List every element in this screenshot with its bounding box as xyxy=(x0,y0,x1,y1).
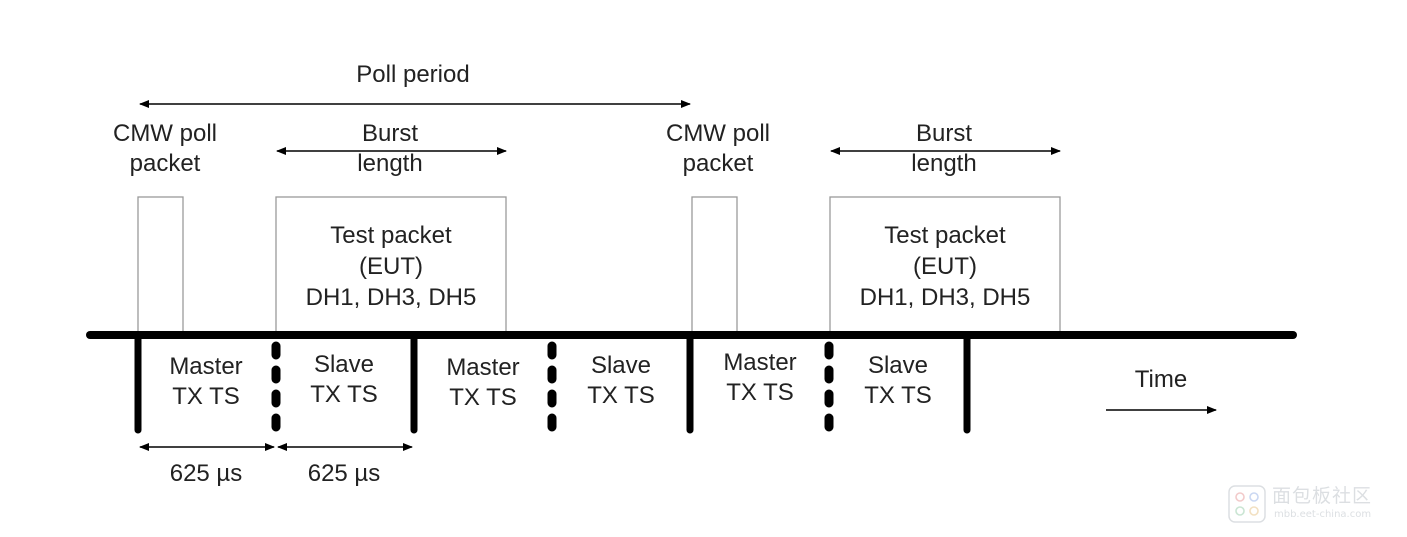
time-label: Time xyxy=(1134,366,1188,393)
cmw-poll-packet-box-2 xyxy=(691,196,738,334)
test-packet-label-1: Test packet(EUT)DH1, DH3, DH5 xyxy=(305,222,477,311)
watermark-logo-icon xyxy=(1228,485,1266,523)
duration-label-2: 625 µs xyxy=(307,460,381,487)
watermark: 面包板社区 mbb.eet-china.com xyxy=(1228,483,1403,527)
test-packet-label-2: Test packet(EUT)DH1, DH3, DH5 xyxy=(859,222,1031,311)
duration-label-1: 625 µs xyxy=(169,460,243,487)
cmw-poll-packet-box-1 xyxy=(137,196,184,334)
poll-period-label: Poll period xyxy=(356,61,470,88)
watermark-name: 面包板社区 xyxy=(1272,485,1373,507)
watermark-url: mbb.eet-china.com xyxy=(1274,509,1372,520)
